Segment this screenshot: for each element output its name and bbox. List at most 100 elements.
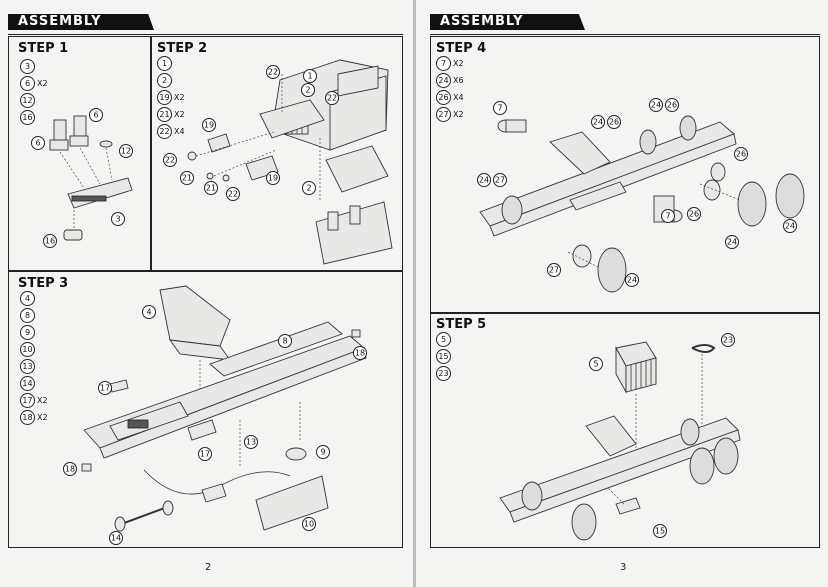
parts-list-item: 12 [20,92,48,109]
part-number: 6 [20,76,35,91]
part-number: 13 [20,359,35,374]
part-number: 19 [157,90,172,105]
tyre [679,115,697,141]
callout-26: 26 [734,147,748,161]
svg-text:24: 24 [593,118,603,127]
svg-text:1: 1 [307,72,312,81]
step5-divider [430,312,820,314]
svg-text:12: 12 [121,147,131,156]
callout-1: 1 [303,69,317,83]
svg-text:19: 19 [204,121,214,130]
part-number: 26 [436,90,451,105]
engine-deck [109,401,189,441]
guide-line [607,487,625,505]
callout-27: 27 [493,173,507,187]
cab-window [337,65,379,97]
svg-text:2: 2 [305,86,310,95]
svg-text:7: 7 [665,212,670,221]
callout-19: 19 [202,118,216,132]
step5-drawing: 5 23 15 [499,333,741,541]
callout-18: 18 [63,462,77,476]
parts-list-item: 3 [20,58,48,75]
callout-15: 15 [653,524,667,538]
part-qty: X2 [453,110,464,119]
part-number: 12 [20,93,35,108]
svg-text:26: 26 [667,101,677,110]
part-number: 5 [436,332,451,347]
part-21 [206,172,214,180]
svg-text:26: 26 [689,210,699,219]
callout-14: 14 [109,531,123,545]
left-header-label: ASSEMBLY [18,14,102,29]
callout-26: 26 [687,207,701,221]
part-15 [615,497,641,515]
cargo-cradle [549,131,611,175]
hub [114,516,126,532]
chassis-rail [99,347,367,459]
svg-text:24: 24 [479,176,489,185]
part-number: 10 [20,342,35,357]
left-page-header: ASSEMBLY [8,14,154,30]
part-number: 15 [436,349,451,364]
callout-17: 17 [198,447,212,461]
parts-list-item: 8 [20,307,48,324]
part-number: 2 [157,73,172,88]
part-number: 21 [157,107,172,122]
callout-24: 24 [591,115,605,129]
callout-9: 9 [316,445,330,459]
callout-22: 22 [226,187,240,201]
parts-list-item: 14 [20,375,48,392]
part-16-body [63,229,83,241]
callout-13: 13 [244,435,258,449]
tyre [689,447,715,485]
svg-text:22: 22 [228,190,238,199]
part-number: 23 [436,366,451,381]
svg-text:16: 16 [45,237,55,246]
parts-list-item: 1 [157,55,185,72]
callout-6: 6 [89,108,103,122]
svg-text:4: 4 [146,308,151,317]
svg-text:24: 24 [627,276,637,285]
part-number: 1 [157,56,172,71]
svg-text:17: 17 [100,384,110,393]
right-page-number: 3 [620,562,627,573]
right-steps-frame [430,36,820,548]
parts-list-item: 15 [436,348,453,365]
part-17 [109,379,129,393]
part-18 [351,329,361,338]
svg-text:21: 21 [206,184,216,193]
part-number: 3 [20,59,35,74]
svg-text:18: 18 [65,465,75,474]
part-23-ring [691,344,716,353]
svg-text:26: 26 [736,150,746,159]
callout-7: 7 [661,209,675,223]
step3-title: STEP 3 [18,276,69,291]
cab-floor [67,177,133,209]
callout-5: 5 [589,357,603,371]
right-header-rule [430,34,820,35]
hood [259,99,325,139]
parts-list-item: 16 [20,109,48,126]
step3-divider [8,270,403,272]
step1-title: STEP 1 [18,41,69,56]
callout-24: 24 [725,235,739,249]
step5-title: STEP 5 [436,317,487,332]
svg-text:6: 6 [35,139,40,148]
callout-21: 21 [180,171,194,185]
cab-lower [325,145,389,193]
callout-21: 21 [204,181,218,195]
callout-22: 22 [266,65,280,79]
step1-drawing: 6 6 12 3 16 [31,108,133,248]
part-number: 24 [436,73,451,88]
svg-text:22: 22 [327,94,337,103]
svg-text:13: 13 [246,438,256,447]
part-26-hub [710,162,726,182]
tyre [639,129,657,155]
